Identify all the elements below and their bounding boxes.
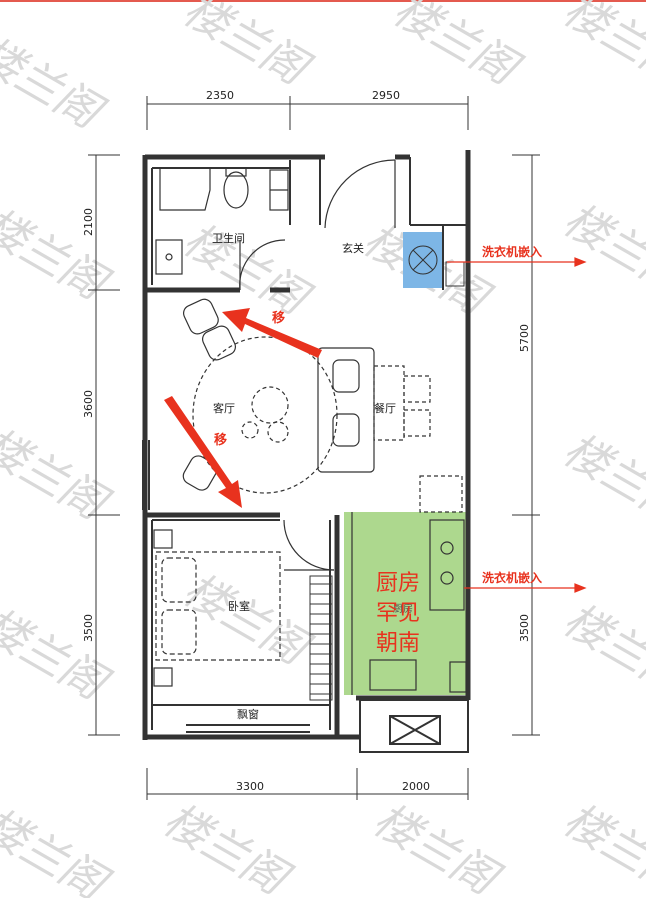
thin-walls	[142, 157, 469, 753]
watermark-text: 楼兰阁	[0, 199, 118, 312]
washer-label-1: 洗衣机嵌入	[482, 244, 542, 259]
dim-top-1: 2350	[206, 89, 234, 102]
move-arrow-lower	[164, 396, 242, 508]
watermark-text: 楼兰阁	[0, 28, 113, 141]
move-label-1: 移	[272, 310, 285, 326]
living-furniture	[192, 336, 338, 494]
bathroom-fixtures	[155, 167, 289, 275]
watermark-text: 楼兰阁	[555, 594, 646, 707]
move-label-2: 移	[214, 432, 227, 448]
top-border-line	[0, 0, 646, 2]
kitchen-fixtures	[351, 512, 467, 695]
watermark-text: 楼兰阁	[175, 0, 319, 97]
watermark-text: 楼兰阁	[555, 424, 646, 537]
watermark-text: 楼兰阁	[0, 799, 118, 898]
kitchen-callout-line-2: 罕见	[376, 601, 420, 626]
kitchen-callout-line-1: 厨房	[376, 571, 420, 596]
dim-left-2: 3600	[82, 390, 95, 418]
wardrobe	[309, 575, 333, 701]
kitchen-callout-line-3: 朝南	[376, 631, 420, 656]
room-label-bathroom: 卫生间	[212, 231, 245, 245]
room-label-bay-window: 飘窗	[237, 707, 259, 721]
watermark-text: 楼兰阁	[0, 599, 118, 712]
watermark-text: 楼兰阁	[555, 194, 646, 307]
watermark-text: 楼兰阁	[555, 0, 646, 97]
bedroom-bed	[155, 551, 281, 661]
watermark-text: 楼兰阁	[365, 794, 509, 898]
watermark-text: 楼兰阁	[555, 794, 646, 898]
bedroom-nightstands	[153, 529, 173, 687]
door-swings	[239, 159, 396, 571]
room-label-entry: 玄关	[342, 241, 364, 255]
dining-set	[317, 347, 375, 473]
dim-bottom-1: 3300	[236, 780, 264, 793]
dimension-labels: 2350 2950 3300 2000 2100 3600 3500 5700 …	[82, 89, 531, 793]
room-label-kitchen: 厨房	[393, 602, 413, 615]
dining-chairs	[373, 365, 463, 513]
dim-left-3: 3500	[82, 614, 95, 642]
washer-label-2: 洗衣机嵌入	[482, 570, 542, 585]
watermark-text: 楼兰阁	[155, 794, 299, 898]
washer-pointers	[447, 257, 587, 593]
move-arrows	[164, 308, 322, 508]
dim-left-1: 2100	[82, 208, 95, 236]
dimension-lines	[88, 96, 540, 800]
walls	[142, 150, 471, 740]
room-label-bedroom: 卧室	[228, 599, 250, 613]
room-label-living: 客厅	[213, 401, 235, 415]
move-arrow-upper	[222, 308, 322, 358]
dim-right-1: 5700	[518, 324, 531, 352]
dim-top-2: 2950	[372, 89, 400, 102]
dim-bottom-2: 2000	[402, 780, 430, 793]
dim-right-2: 3500	[518, 614, 531, 642]
room-label-dining: 餐厅	[374, 401, 396, 415]
watermark-text: 楼兰阁	[385, 0, 529, 97]
